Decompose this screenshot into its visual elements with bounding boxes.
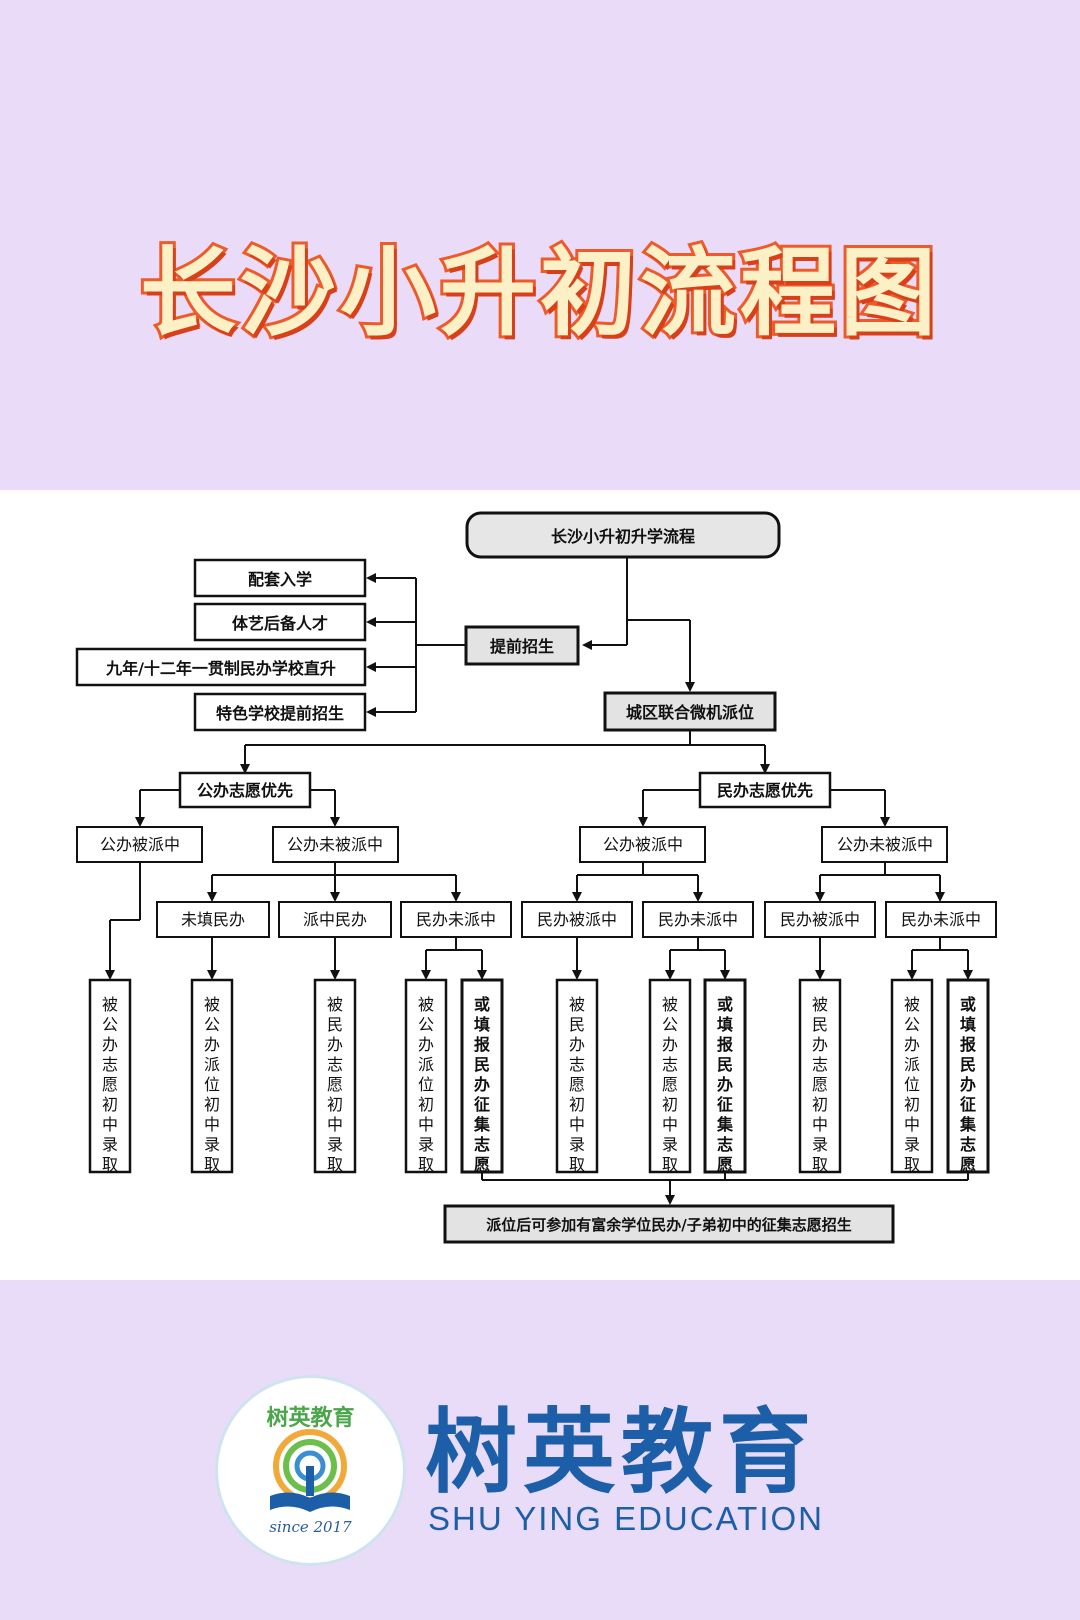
- private-miss-node: [642, 901, 754, 938]
- leaf-label: 或填报民办征集志愿: [473, 995, 491, 1174]
- early-item: [193, 558, 367, 598]
- final-label: 派位后可参加有富余学位民办/子弟初中的征集志愿招生: [486, 1216, 851, 1234]
- pref-public-label: 公办志愿优先: [197, 781, 293, 800]
- early-item-label: 九年/十二年一贯制民办学校直升: [105, 659, 336, 678]
- header-band: [0, 0, 1080, 490]
- leaf-box: [890, 978, 934, 1174]
- private-miss-label: 民办未派中: [416, 910, 496, 929]
- flowchart-panel: 长沙小升初升学流程 提前招生 配套入学 体艺后备人才 九年/十二年一贯制民办学校…: [0, 490, 1080, 1280]
- early-item-label: 体艺后备人才: [232, 614, 328, 633]
- early-node: [464, 625, 580, 666]
- leaf-box: [460, 978, 504, 1174]
- public-hit-label: 公办被派中: [603, 835, 683, 854]
- private-miss-node: [400, 901, 512, 938]
- leaf-label: 被民办志愿初中录取: [327, 995, 343, 1174]
- tree-book-icon: [270, 1429, 350, 1512]
- leaf-box: [313, 978, 357, 1174]
- private-assigned-node: [521, 901, 633, 938]
- leaf-label: 被民办志愿初中录取: [569, 995, 585, 1174]
- leaf-box: [88, 978, 132, 1174]
- pref-private-label: 民办志愿优先: [717, 781, 813, 800]
- no-private-label: 未填民办: [181, 910, 245, 929]
- leaf-box: [798, 978, 842, 1174]
- public-hit-label: 公办被派中: [100, 835, 180, 854]
- leaf-box: [190, 978, 234, 1174]
- early-item-label: 配套入学: [248, 570, 312, 589]
- private-miss-label: 民办未派中: [658, 910, 738, 929]
- leaf-box: [648, 978, 692, 1174]
- leaf-box: [703, 978, 747, 1174]
- final-node: [443, 1204, 895, 1244]
- early-item: [75, 647, 367, 687]
- leaf-label: 或填报民办征集志愿: [959, 995, 977, 1174]
- footer: [0, 1280, 1080, 1620]
- early-item: [193, 602, 367, 642]
- public-hit-node: [76, 826, 203, 863]
- leaf-label: 被民办志愿初中录取: [812, 995, 828, 1174]
- root-node: [465, 511, 781, 559]
- brand-name-en: SHU YING EDUCATION: [428, 1500, 824, 1537]
- private-miss-node: [885, 901, 997, 938]
- private-hit-node: [278, 901, 392, 938]
- leaf-box: [946, 978, 990, 1174]
- leaf-label: 被公办派位初中录取: [204, 995, 220, 1174]
- leaf-box: [404, 978, 448, 1174]
- public-miss-label: 公办未被派中: [287, 835, 383, 854]
- brand-logo: 树英教育 since 2017: [215, 1375, 406, 1566]
- brand-name-cn: 树英教育: [425, 1398, 818, 1506]
- leaf-label: 或填报民办征集志愿: [716, 995, 734, 1174]
- private-assigned-label: 民办被派中: [537, 910, 617, 929]
- leaf-label: 被公办志愿初中录取: [102, 995, 118, 1174]
- early-item: [193, 692, 367, 732]
- flowchart: 长沙小升初升学流程 提前招生 配套入学 体艺后备人才 九年/十二年一贯制民办学校…: [75, 511, 997, 1244]
- private-miss-label: 民办未派中: [901, 910, 981, 929]
- leaf-label: 被公办派位初中录取: [418, 995, 434, 1174]
- public-miss-label: 公办未被派中: [837, 835, 933, 854]
- lottery-node: [603, 691, 777, 732]
- pref-private-node: [698, 771, 832, 809]
- leaf-label: 被公办派位初中录取: [904, 995, 920, 1174]
- public-hit-node: [579, 826, 706, 863]
- leaf-label: 被公办志愿初中录取: [662, 995, 678, 1174]
- page-title: 长沙小升初流程图: [137, 234, 940, 352]
- public-miss-node: [821, 826, 948, 863]
- root-label: 长沙小升初升学流程: [551, 527, 695, 546]
- no-private-node: [156, 901, 270, 938]
- private-hit-label: 派中民办: [303, 910, 367, 929]
- leaf-box: [555, 978, 599, 1174]
- private-assigned-label: 民办被派中: [780, 910, 860, 929]
- private-assigned-node: [764, 901, 876, 938]
- early-label: 提前招生: [490, 637, 554, 656]
- pref-public-node: [178, 771, 312, 809]
- lottery-label: 城区联合微机派位: [626, 703, 754, 722]
- early-item-label: 特色学校提前招生: [216, 704, 344, 723]
- logo-ring-text: 树英教育: [266, 1405, 355, 1431]
- public-miss-node: [272, 826, 399, 863]
- logo-since: since 2017: [269, 1518, 352, 1536]
